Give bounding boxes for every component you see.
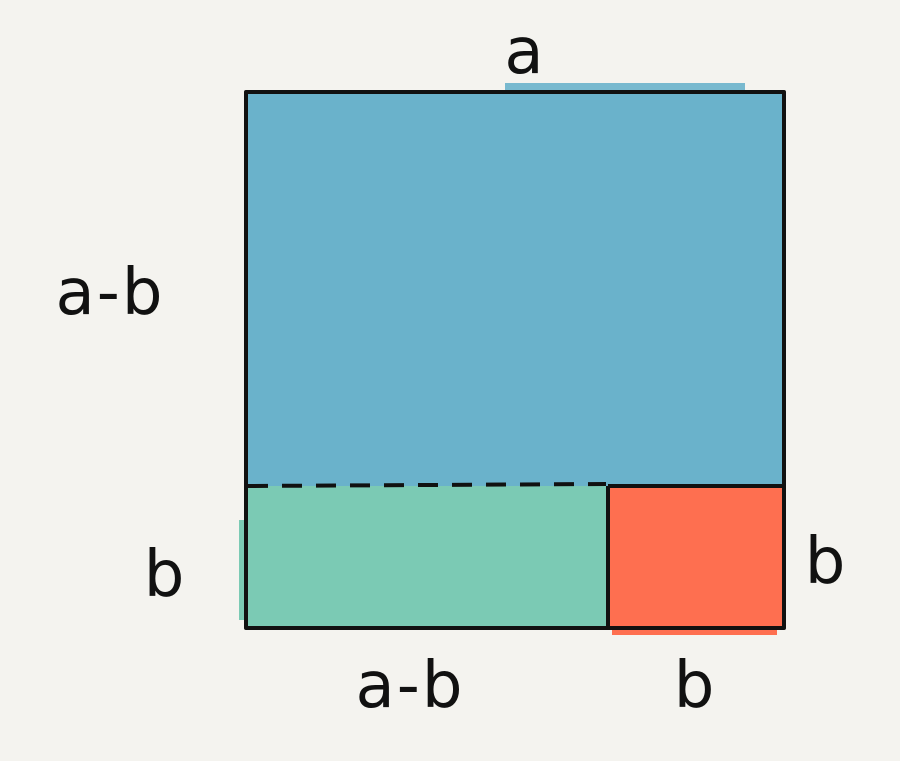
red-square	[608, 486, 783, 629]
label-top-a: a	[504, 15, 546, 89]
label-left-a-minus-b: a-b	[55, 256, 165, 330]
dashed-separator	[247, 482, 607, 488]
label-bottom-a-minus-b: a-b	[355, 649, 465, 723]
top-edge-shade	[505, 83, 745, 93]
outer-square-border	[244, 90, 786, 630]
red-bottom-shade	[612, 627, 777, 635]
green-rectangle	[247, 486, 608, 629]
label-left-b: b	[143, 538, 187, 612]
upper-blue-region	[247, 93, 783, 486]
label-bottom-b: b	[673, 649, 717, 723]
label-right-b: b	[804, 525, 848, 599]
